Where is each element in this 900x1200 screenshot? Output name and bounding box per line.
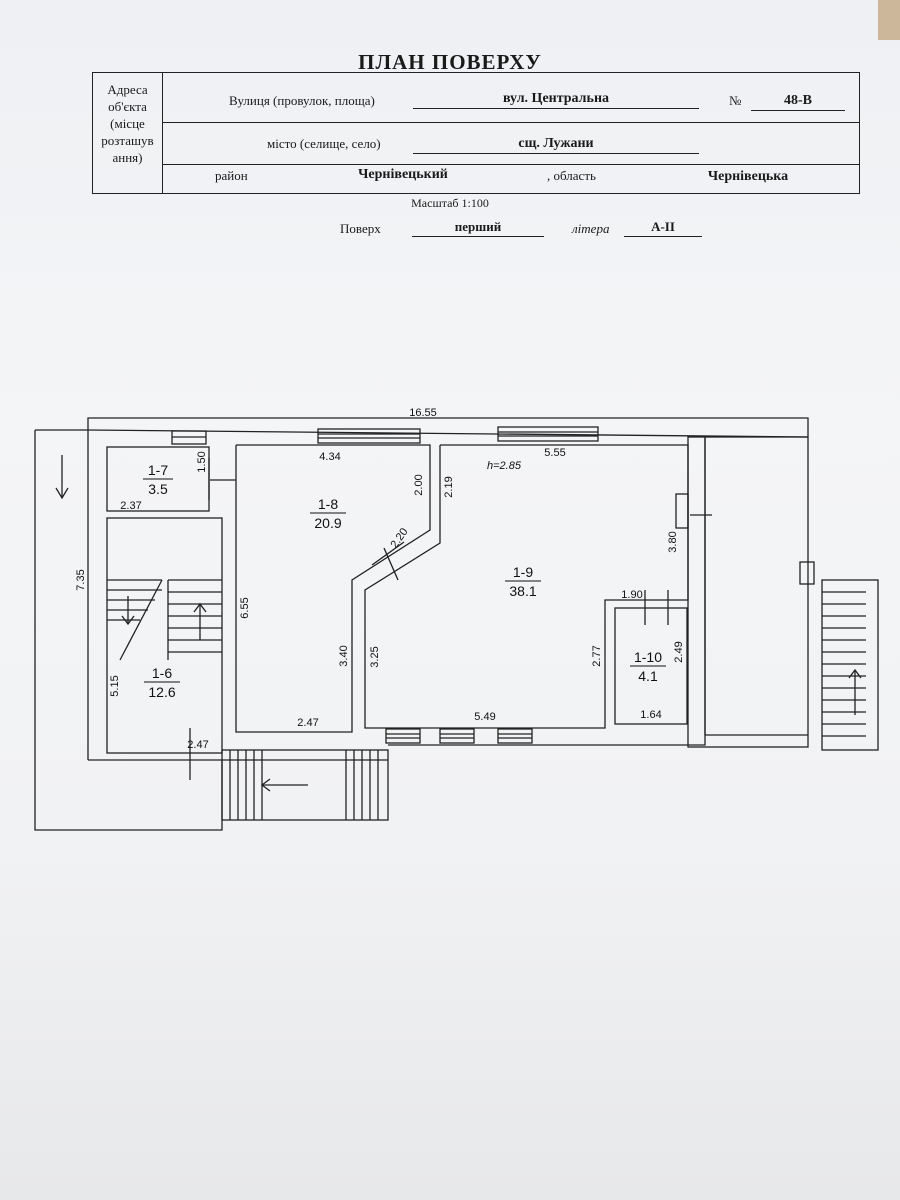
region-value: Чернівецька: [707, 169, 789, 184]
dim-r19-right: 3.80: [667, 531, 679, 552]
dim-r110-top: 1.90: [621, 589, 642, 601]
dim-r16-h: 5.15: [109, 675, 121, 696]
room-id: 1-9: [513, 564, 533, 580]
region-label: , область: [547, 168, 596, 183]
room-area: 3.5: [148, 481, 168, 497]
room-1-10-outline: [614, 607, 688, 725]
plan-walls: [34, 417, 879, 831]
address-row-city: місто (селище, село) сщ. Лужани: [163, 123, 859, 165]
ceiling-height: h=2.85: [487, 460, 522, 472]
floor-value: перший: [412, 219, 544, 237]
dim-r18-right: 3.40: [338, 645, 350, 666]
room-id: 1-8: [318, 496, 338, 512]
litera-value: А-ІІ: [624, 219, 702, 237]
outer-wall-top: [35, 417, 809, 437]
address-table: Адреса об'єкта (місце розташув ання) Вул…: [92, 72, 860, 194]
room-id: 1-7: [148, 462, 168, 478]
top-wall-inner: [87, 429, 809, 438]
dim-total-width: 16.55: [409, 407, 437, 419]
window: [675, 493, 689, 529]
street-label: Вулиця (провулок, площа): [229, 93, 375, 108]
floor-label: Поверх: [340, 221, 381, 236]
exterior-stair-bottom: [221, 749, 389, 821]
dim-r110-left: 2.77: [591, 645, 603, 666]
dim-r16-w: 2.47: [187, 739, 208, 751]
dim-r19-left: 3.25: [369, 646, 381, 667]
dim-diag-a: 2.00: [413, 474, 425, 495]
scale-text: Масштаб 1:100: [411, 196, 489, 210]
room-id: 1-10: [634, 649, 662, 665]
room-area: 38.1: [509, 583, 536, 599]
window: [497, 728, 533, 744]
address-label: Адреса об'єкта (місце розташув ання): [93, 73, 163, 193]
bottom-wall-right: [388, 437, 706, 746]
dim-r19-bottom: 5.49: [474, 711, 495, 723]
address-row-street: Вулиця (провулок, площа) вул. Центральна…: [163, 73, 859, 123]
dim-total-depth: 7.35: [75, 569, 87, 590]
exterior-stair-right: [799, 561, 879, 751]
number-value: 48-В: [751, 93, 845, 111]
room-area: 4.1: [638, 668, 658, 684]
dim-r18-left: 6.55: [239, 597, 251, 618]
interior-stair: [107, 579, 222, 661]
dim-r18-top: 4.34: [319, 451, 340, 463]
address-label-line: (місце: [110, 116, 145, 131]
street-value: вул. Центральна: [413, 91, 699, 109]
address-label-line: Адреса: [107, 82, 148, 97]
dim-diag-b: 2.20: [388, 526, 410, 550]
window: [385, 728, 421, 744]
window: [317, 428, 421, 444]
outer-wall-left: [34, 430, 223, 831]
dimensions: 16.55 7.35 1.50 2.37 4.34 6.55 2.47 3.40…: [75, 407, 685, 751]
dim-r19-top: 5.55: [544, 447, 565, 459]
page-edge: [878, 0, 900, 40]
address-label-line: ання): [112, 150, 143, 165]
district-value: Чернівецький: [358, 167, 448, 182]
city-label: місто (селище, село): [267, 136, 381, 151]
room-id: 1-6: [152, 665, 172, 681]
room-labels: 1-7 3.5 1-8 20.9 1-9 38.1 1-6 12.6 1-10 …: [143, 462, 666, 700]
room-area: 12.6: [148, 684, 175, 700]
dim-r110-right: 2.49: [673, 641, 685, 662]
room-1-8-outline: [235, 444, 431, 733]
address-label-line: розташув: [101, 133, 154, 148]
room-area: 20.9: [314, 515, 341, 531]
doors: [189, 458, 712, 780]
dim-r17-h: 1.50: [196, 451, 208, 472]
dim-r17-w: 2.37: [120, 500, 141, 512]
number-label: №: [729, 93, 742, 108]
window: [497, 426, 599, 442]
right-annex: [687, 436, 809, 748]
document-title: ПЛАН ПОВЕРХУ: [358, 50, 542, 74]
city-value: сщ. Лужани: [413, 136, 699, 154]
room-1-6-outline: [106, 517, 223, 754]
dim-diag-c: 2.19: [443, 476, 455, 497]
dim-r18-bottom: 2.47: [297, 717, 318, 729]
window: [439, 728, 475, 744]
district-label: район: [215, 168, 248, 183]
address-row-district: район Чернівецький , область Чернівецька: [163, 165, 859, 193]
dim-r110-bottom: 1.64: [640, 709, 661, 721]
litera-label: літера: [572, 221, 610, 236]
windows: [171, 426, 689, 744]
address-label-line: об'єкта: [108, 99, 147, 114]
